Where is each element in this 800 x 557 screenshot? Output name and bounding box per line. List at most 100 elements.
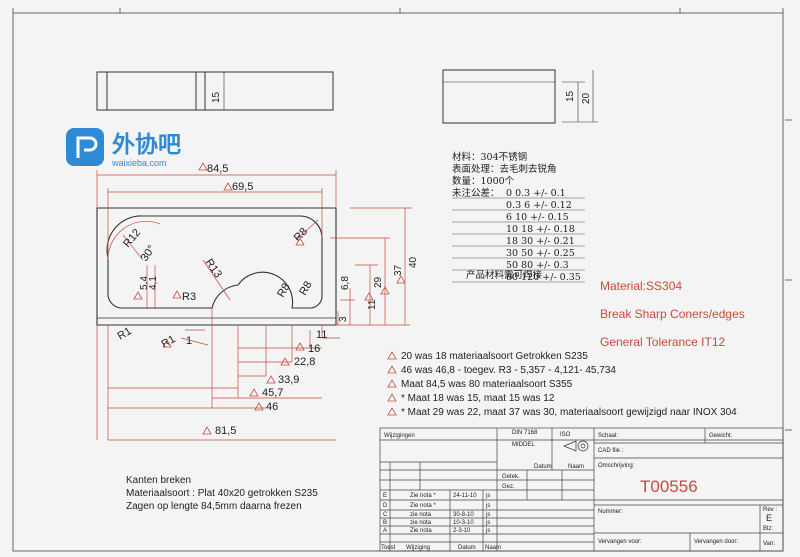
- side-view: [442, 69, 598, 124]
- dim-11-vertical: 11: [367, 299, 378, 310]
- tolerance-row: 50 80 +/- 0.3: [506, 260, 569, 271]
- change-item: 20 was 18 materiaalsoort Getrokken S235: [401, 351, 588, 362]
- tb-wijziging: Wijziging: [406, 545, 430, 551]
- tb-toest: Toest: [381, 545, 396, 551]
- tb-nummer: Nummer:: [598, 509, 623, 515]
- tb-getek: Getek.: [502, 474, 520, 480]
- revision-triangle-icon: [295, 237, 305, 246]
- dim-3: 3: [338, 316, 349, 322]
- rev-letter: C: [383, 512, 388, 518]
- logo: 外协吧 waixieba.com: [66, 128, 181, 168]
- tolerance-row: 18 30 +/- 0.21: [506, 236, 575, 247]
- change-item: * Maat 18 was 15, maat 15 was 12: [401, 393, 555, 404]
- dim-37: 37: [393, 264, 404, 276]
- dim-4-1: 4,1: [148, 276, 159, 290]
- drawing-number: T00556: [640, 477, 698, 496]
- logo-name: 外协吧: [112, 131, 181, 158]
- dim-84-5: 84,5: [207, 163, 228, 175]
- revision-triangle-icon: [387, 365, 397, 374]
- tolerance-row: 10 18 +/- 0.18: [506, 224, 575, 235]
- rev-initials: js: [485, 512, 490, 518]
- rev-date: 24-11-10: [453, 493, 477, 499]
- tolerance-rules: [452, 197, 585, 283]
- rev-letter: B: [383, 520, 387, 526]
- revision-triangle-icon: [172, 290, 182, 299]
- rev-letter: D: [383, 503, 388, 509]
- dim-r3: R3: [182, 291, 196, 303]
- dim-top-15: 15: [211, 91, 222, 103]
- tb-naam-col: Naam: [485, 545, 501, 551]
- revision-triangle-icon: [387, 379, 397, 388]
- rev-date: 2-3-10: [453, 528, 471, 534]
- tb-datum: Datum: [534, 464, 552, 470]
- note-break-edges: Break Sharp Coners/edges: [600, 307, 745, 321]
- note-kanten: Kanten breken: [126, 475, 191, 486]
- change-item: 46 was 46,8 - toegev. R3 - 5,357 - 4,121…: [401, 365, 616, 376]
- revision-triangle-icon: [380, 286, 390, 295]
- tb-omschrijving: Omschrijving:: [598, 463, 635, 469]
- rev-initials: js: [485, 493, 490, 499]
- tb-naam: Naam: [568, 464, 584, 470]
- revision-triangle-icon: [198, 162, 208, 171]
- revision-triangle-icon: [387, 393, 397, 402]
- tolerance-row: 80 120 +/- 0.35: [506, 272, 581, 283]
- tb-datum-col: Datum: [458, 545, 476, 551]
- tb-rev-value: E: [766, 513, 772, 523]
- spec-weld-note: 产品材料需可焊接: [466, 269, 543, 281]
- dim-40: 40: [408, 256, 419, 268]
- rev-letter: A: [383, 528, 387, 534]
- dim-16: 16: [308, 343, 320, 355]
- revision-triangle-icon: [396, 275, 406, 284]
- revision-triangle-icon: [387, 351, 397, 360]
- rev-initials: js: [485, 503, 490, 509]
- tb-blz: Blz:: [763, 526, 773, 532]
- tb-vervangen-door: Vervangen door:: [694, 539, 738, 545]
- spec-surface: 表面处理：去毛刺去锐角: [452, 163, 557, 175]
- note-tolerance: General Tolerance IT12: [600, 335, 726, 349]
- rev-letter: E: [383, 493, 387, 499]
- spec-quantity: 数量：1000个: [452, 175, 515, 187]
- change-item: Maat 84,5 was 80 materiaalsoort S355: [401, 379, 573, 390]
- rev-text: Zie nota: [410, 528, 432, 534]
- dim-46: 46: [266, 401, 278, 413]
- spec-tolerance-title: 未注公差：: [452, 187, 500, 199]
- rev-text: zie nota: [410, 512, 432, 518]
- dim-45-7: 45,7: [262, 387, 283, 399]
- revision-triangle-icon: [364, 292, 374, 301]
- title-block: [379, 427, 784, 552]
- tb-gez: Gez.: [502, 484, 515, 490]
- dim-33-9: 33,9: [278, 374, 299, 386]
- spec-material: 材料：304不锈钢: [452, 151, 527, 163]
- tolerance-row: 0.3 6 +/- 0.12: [506, 200, 572, 211]
- revision-triangles: [133, 162, 406, 435]
- tb-van: Van:: [763, 541, 775, 547]
- rev-date: 10-3-10: [453, 520, 474, 526]
- change-log: 20 was 18 materiaalsoort Getrokken S235 …: [387, 351, 737, 418]
- tb-vervangen-voor: Vervangen voor:: [598, 539, 642, 545]
- revision-triangle-icon: [162, 339, 172, 348]
- logo-url: waixieba.com: [111, 158, 167, 168]
- dim-6-8: 6,8: [340, 276, 351, 290]
- rev-initials: js: [485, 528, 490, 534]
- revision-triangle-icon: [249, 388, 259, 397]
- iso-symbol: [563, 440, 589, 452]
- revision-triangle-icon: [387, 407, 397, 416]
- revision-triangle-icon: [295, 342, 305, 351]
- revision-rows: E Zie nota * 24-11-10 js D Zie nota * js…: [383, 493, 490, 534]
- revision-triangle-icon: [202, 426, 212, 435]
- tb-wijzigingen: Wijzigingen: [384, 433, 415, 439]
- tolerance-row: 30 50 +/- 0.25: [506, 248, 575, 259]
- rev-initials: js: [485, 520, 490, 526]
- dim-5-4: 5,4: [139, 276, 150, 290]
- revision-triangle-icon: [254, 402, 264, 411]
- change-item: * Maat 29 was 22, maat 37 was 30, materi…: [401, 407, 737, 418]
- tb-middel: MIDDEL: [512, 442, 535, 448]
- tolerance-row: 0 0.3 +/- 0.1: [506, 188, 566, 199]
- spec-block: 材料：304不锈钢 表面处理：去毛刺去锐角 数量：1000个 未注公差： 0 0…: [452, 151, 585, 283]
- revision-triangle-icon: [223, 182, 233, 191]
- dim-11-horizontal: 11: [316, 329, 327, 341]
- tb-rev: Rev :: [763, 507, 777, 513]
- rev-date: 30-8-10: [453, 512, 474, 518]
- dim-right-20: 20: [581, 92, 592, 104]
